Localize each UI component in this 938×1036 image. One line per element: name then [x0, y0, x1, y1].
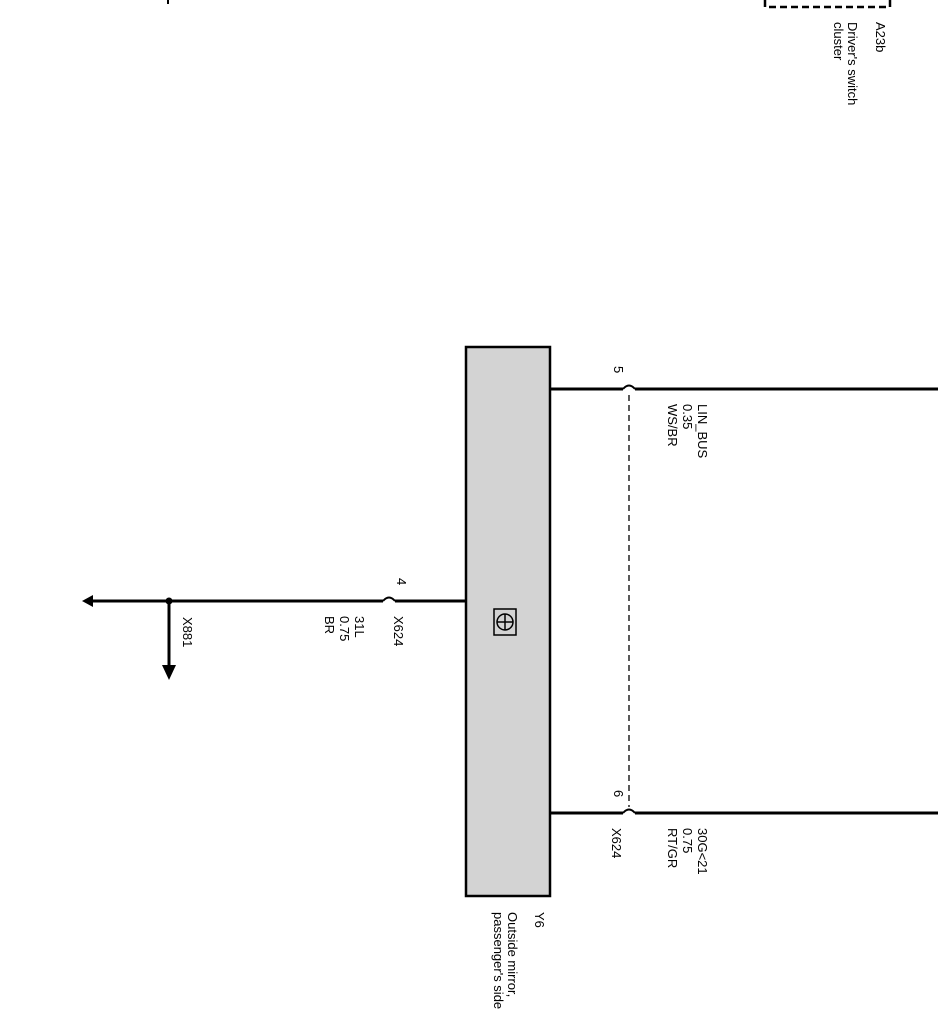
- ground-splice-dot: [165, 597, 173, 605]
- y6-name-line2: passenger's side: [491, 912, 506, 1009]
- wire-power: 6 X624 30G<21 0.75 RT/GR: [550, 790, 938, 875]
- power-connector: X624: [609, 828, 624, 858]
- y6-component: Y6 Outside mirror, passenger's side: [464, 345, 552, 1009]
- wire-lin-bus: 5 LIN_BUS 0.35 WS/BR: [550, 366, 938, 459]
- wire-ground: 4 X624 31L 0.75 BR X881: [82, 578, 466, 680]
- lin-bus-signal: LIN_BUS: [695, 404, 710, 459]
- ground-gauge: 0.75: [337, 616, 352, 641]
- mirror-motor-icon: [493, 608, 517, 636]
- power-signal: 30G<21: [695, 828, 710, 875]
- lin-bus-gauge: 0.35: [680, 404, 695, 429]
- ground-arrowhead-down: [162, 665, 176, 680]
- power-pin: 6: [611, 790, 626, 797]
- y6-name-line1: Outside mirror,: [505, 912, 520, 997]
- ground-signal: 31L: [352, 616, 367, 638]
- ground-connector-x881: X881: [180, 617, 195, 647]
- a23b-component: A23b Driver's switch cluster: [763, 0, 892, 105]
- a23b-name-line2: cluster: [831, 22, 846, 61]
- lin-bus-color: WS/BR: [665, 404, 680, 447]
- ground-pin: 4: [394, 578, 409, 585]
- ground-arrowhead-left: [82, 595, 93, 607]
- lin-bus-pin: 5: [611, 366, 626, 373]
- a23b-name-line1: Driver's switch: [845, 22, 860, 105]
- ground-color: BR: [322, 616, 337, 634]
- ground-connector: X624: [391, 616, 406, 646]
- power-color: RT/GR: [665, 828, 680, 868]
- power-gauge: 0.75: [680, 828, 695, 853]
- y6-id: Y6: [532, 912, 547, 928]
- a23b-id: A23b: [873, 22, 888, 52]
